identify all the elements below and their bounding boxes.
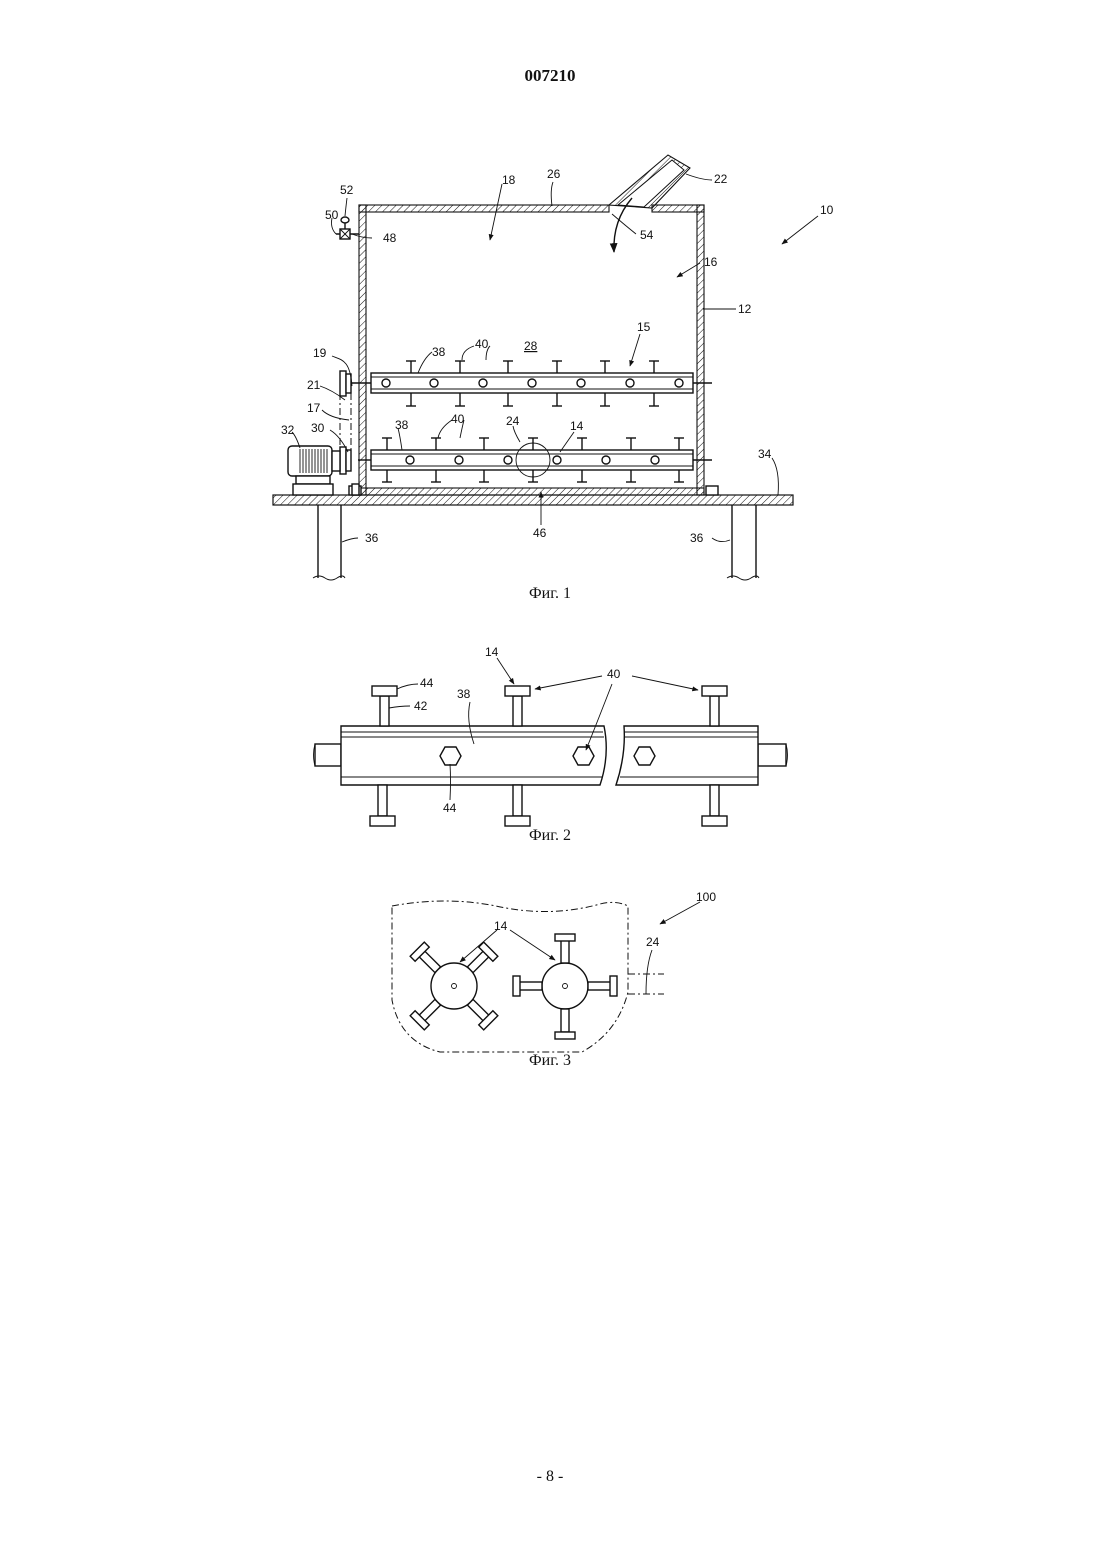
label-24: 24 xyxy=(506,414,520,428)
label-17: 17 xyxy=(307,401,321,415)
housing-outline xyxy=(392,901,628,1052)
label-30: 30 xyxy=(311,421,325,435)
label-14: 14 xyxy=(485,645,499,659)
label-14: 14 xyxy=(494,919,508,933)
figure-1-caption: Фиг. 1 xyxy=(0,585,1100,603)
label-14: 14 xyxy=(570,419,584,433)
lower-rotor xyxy=(358,438,712,482)
page-number: - 8 - xyxy=(0,1468,1100,1486)
label-46: 46 xyxy=(533,526,547,540)
label-12: 12 xyxy=(738,302,752,316)
figure-2-caption: Фиг. 2 xyxy=(0,827,1100,845)
label-44-top: 44 xyxy=(420,676,434,690)
label-18: 18 xyxy=(502,173,516,187)
label-19: 19 xyxy=(313,346,327,360)
label-40-lower: 40 xyxy=(451,412,465,426)
label-100: 100 xyxy=(696,890,716,904)
label-21: 21 xyxy=(307,378,321,392)
label-42: 42 xyxy=(414,699,428,713)
rotor-body xyxy=(341,726,758,785)
label-32: 32 xyxy=(281,423,295,437)
label-44-bottom: 44 xyxy=(443,801,457,815)
base-plate xyxy=(273,495,793,505)
figure-2-drawing: 14 40 44 42 38 44 xyxy=(0,640,1100,840)
label-15: 15 xyxy=(637,320,651,334)
label-54: 54 xyxy=(640,228,654,242)
right-rotor-section xyxy=(513,934,617,1039)
label-52: 52 xyxy=(340,183,354,197)
label-48: 48 xyxy=(383,231,397,245)
upper-rotor xyxy=(345,361,712,406)
label-38-upper: 38 xyxy=(432,345,446,359)
left-rotor-section xyxy=(380,912,527,1059)
drive-pulleys xyxy=(340,371,351,474)
label-36-left: 36 xyxy=(365,531,379,545)
label-28: 28 xyxy=(524,339,538,353)
figure-3-labels: 100 14 24 xyxy=(494,890,716,949)
label-50: 50 xyxy=(325,208,339,222)
label-40-upper: 40 xyxy=(475,337,489,351)
figure-3-drawing: 100 14 24 xyxy=(0,880,1100,1080)
label-40: 40 xyxy=(607,667,621,681)
label-24: 24 xyxy=(646,935,660,949)
figure-1-leaders xyxy=(292,174,818,542)
label-34: 34 xyxy=(758,447,772,461)
label-26: 26 xyxy=(547,167,561,181)
label-16: 16 xyxy=(704,255,718,269)
label-38-lower: 38 xyxy=(395,418,409,432)
label-22: 22 xyxy=(714,172,728,186)
label-10: 10 xyxy=(820,203,834,217)
figure-3-caption: Фиг. 3 xyxy=(0,1052,1100,1070)
label-38: 38 xyxy=(457,687,471,701)
figure-1-drawing: 10 12 14 15 16 17 18 19 21 22 24 26 28 3… xyxy=(0,0,1100,600)
label-36-right: 36 xyxy=(690,531,704,545)
